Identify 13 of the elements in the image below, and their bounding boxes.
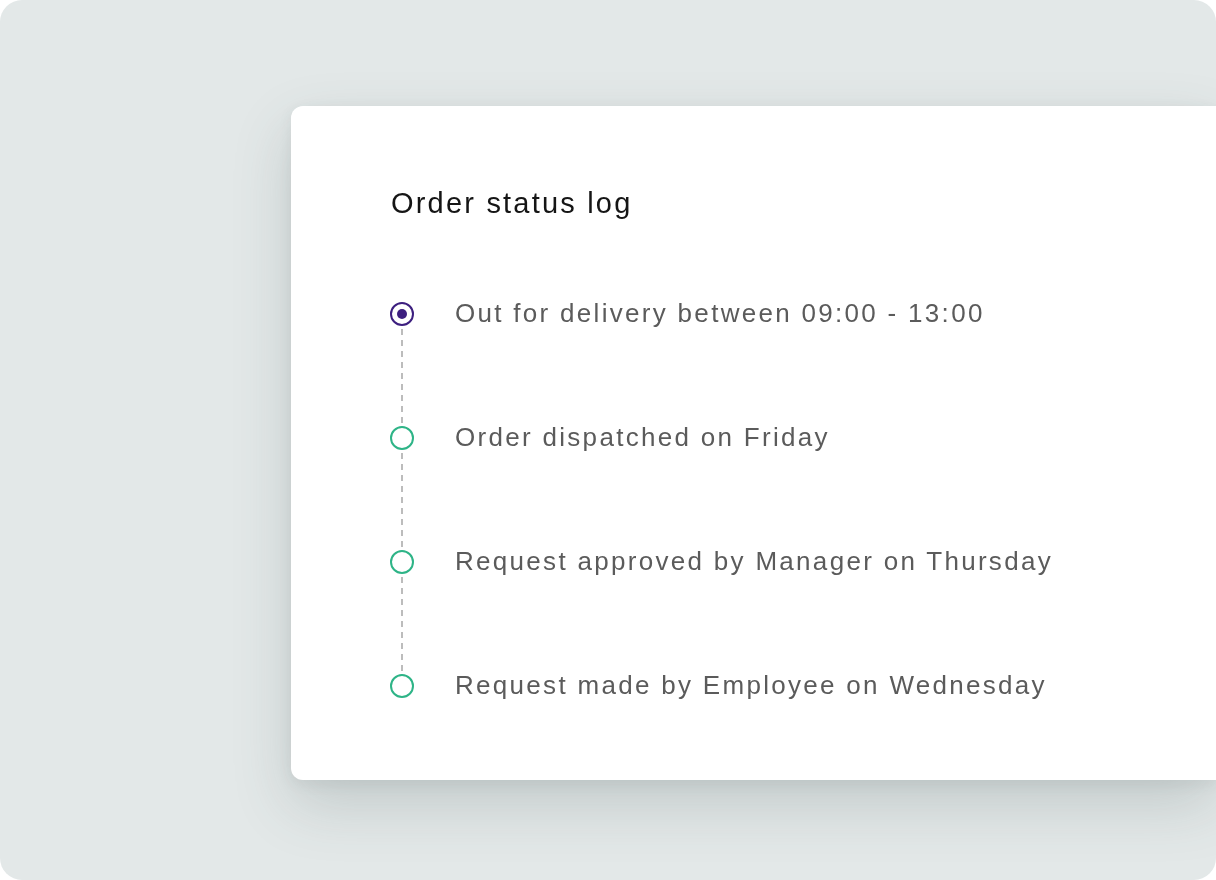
status-text: Out for delivery between 09:00 - 13:00 (455, 297, 985, 329)
ring-icon (390, 426, 414, 450)
dashed-connector (401, 576, 403, 672)
dashed-connector (401, 328, 403, 424)
status-text: Order dispatched on Friday (455, 421, 830, 453)
card-heading: Order status log (391, 186, 633, 220)
ring-icon (390, 550, 414, 574)
ring-icon (390, 674, 414, 698)
status-text: Request approved by Manager on Thursday (455, 545, 1053, 577)
status-text: Request made by Employee on Wednesday (455, 669, 1047, 701)
status-card (291, 106, 1216, 780)
ring-with-dot-icon (390, 302, 414, 326)
dashed-connector (401, 452, 403, 548)
